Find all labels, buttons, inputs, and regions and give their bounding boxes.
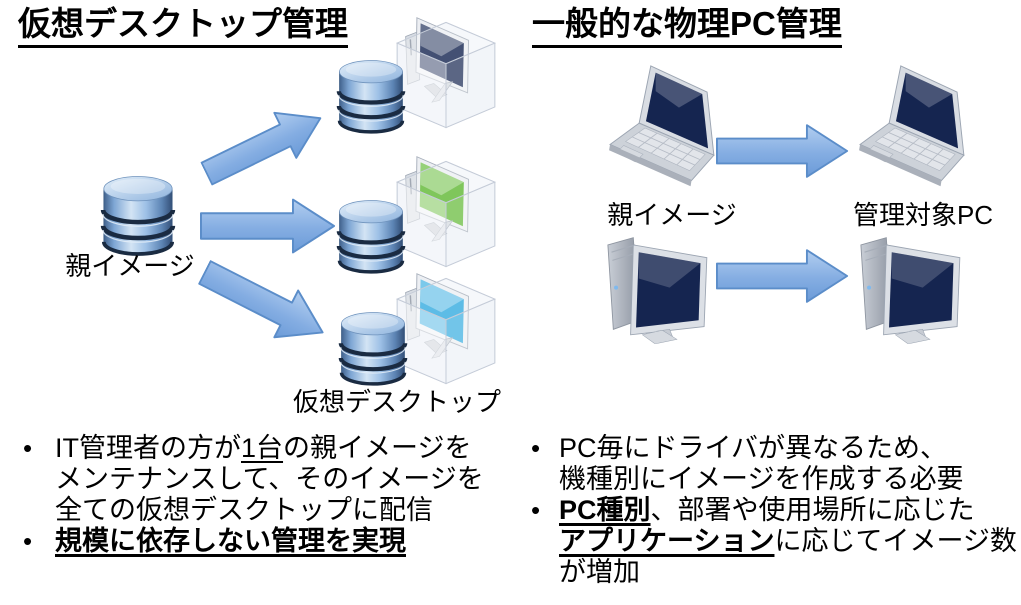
database-icon: [341, 313, 405, 384]
bullet-line: IT管理者の方が1台の親イメージを: [55, 433, 519, 464]
bullet-text: 規模に依存しない管理を実現: [55, 526, 519, 557]
cube-monitor-green: [397, 157, 495, 267]
bullet-line: が増加: [559, 557, 640, 587]
laptop-icon: [609, 66, 714, 186]
arrow-laptop-to-laptop: [716, 121, 850, 181]
bullet-line: PC種別、部署や使用場所に応じた: [559, 495, 1021, 526]
bullet-text: IT管理者の方が1台の親イメージを メンテナンスして、そのイメージを 全ての仮想…: [55, 433, 519, 526]
left-bullet-list: • IT管理者の方が1台の親イメージを メンテナンスして、そのイメージを 全ての…: [14, 433, 519, 557]
left-title: 仮想デスクトップ管理: [18, 5, 348, 49]
virtual-desktop-database-icon-1: [336, 56, 406, 135]
bullet-line: 全ての仮想デスクトップに配信: [55, 495, 433, 525]
database-icon: [339, 61, 403, 132]
left-section: 仮想デスクトップ管理: [18, 5, 348, 49]
desktop-pc-icon: [861, 238, 960, 344]
block-arrow-icon: [717, 125, 847, 177]
bullet-text: PC種別、部署や使用場所に応じた アプリケーションに応じてイメージ数 が増加: [559, 495, 1021, 588]
emphasis-segment: PC種別: [559, 495, 651, 525]
parent-desktop-pc-icon: [597, 233, 715, 344]
bullet-line-emphasis: 規模に依存しない管理を実現: [55, 526, 406, 556]
list-item: • 規模に依存しない管理を実現: [14, 526, 519, 557]
right-parent-image-label: 親イメージ: [607, 200, 737, 230]
right-section: 一般的な物理PC管理: [532, 5, 842, 49]
list-item: • PC種別、部署や使用場所に応じた アプリケーションに応じてイメージ数 が増加: [522, 495, 1021, 588]
list-item: • PC毎にドライバが異なるため、 機種別にイメージを作成する必要: [522, 433, 1021, 495]
bullet-marker: •: [531, 433, 541, 463]
arrow-desktop-to-desktop: [716, 246, 850, 306]
block-arrow-icon: [193, 249, 335, 356]
desktop-pc-icon: [608, 238, 707, 344]
right-bullet-list: • PC毎にドライバが異なるため、 機種別にイメージを作成する必要 • PC種別…: [522, 433, 1021, 588]
database-icon: [339, 201, 403, 272]
bullet-marker: •: [23, 526, 33, 556]
parent-image-database-icon: [100, 172, 176, 257]
virtual-desktop-database-icon-3: [338, 308, 408, 387]
bullet-text: PC毎にドライバが異なるため、 機種別にイメージを作成する必要: [559, 433, 1021, 495]
text-segment: の親イメージを: [283, 433, 472, 463]
cube-monitor-cyan: [397, 274, 495, 384]
text-segment: 、部署や使用場所に応じた: [650, 495, 975, 525]
arrow-to-virtual-desktop-1: [193, 90, 336, 201]
database-icon: [103, 177, 173, 254]
text-segment: IT管理者の方が: [55, 433, 241, 463]
bullet-marker: •: [23, 433, 33, 463]
bullet-marker: •: [531, 495, 541, 525]
bullet-line: PC毎にドライバが異なるため、: [559, 433, 947, 463]
list-item: • IT管理者の方が1台の親イメージを メンテナンスして、そのイメージを 全ての…: [14, 433, 519, 526]
block-arrow-icon: [717, 250, 847, 302]
virtual-desktop-database-icon-2: [336, 196, 406, 275]
bullet-line: メンテナンスして、そのイメージを: [55, 464, 484, 494]
emphasis-segment: アプリケーション: [559, 526, 775, 556]
underlined-segment: 1台: [241, 433, 284, 463]
managed-desktop-pc-icon: [850, 233, 968, 344]
managed-laptop-icon: [854, 62, 1000, 193]
block-arrow-icon: [196, 96, 331, 196]
block-arrow-icon: [201, 200, 334, 253]
left-parent-image-label: 親イメージ: [65, 251, 195, 281]
arrow-to-virtual-desktop-3: [190, 245, 338, 360]
virtual-desktop-label: 仮想デスクトップ: [292, 387, 501, 417]
managed-pc-label: 管理対象PC: [852, 200, 994, 230]
cube-monitor-navy: [397, 18, 495, 128]
laptop-icon: [859, 66, 964, 186]
bullet-line: 機種別にイメージを作成する必要: [559, 464, 964, 494]
text-segment: に応じてイメージ数: [774, 526, 1017, 556]
bullet-line: アプリケーションに応じてイメージ数: [559, 526, 1021, 557]
right-title: 一般的な物理PC管理: [532, 5, 842, 49]
